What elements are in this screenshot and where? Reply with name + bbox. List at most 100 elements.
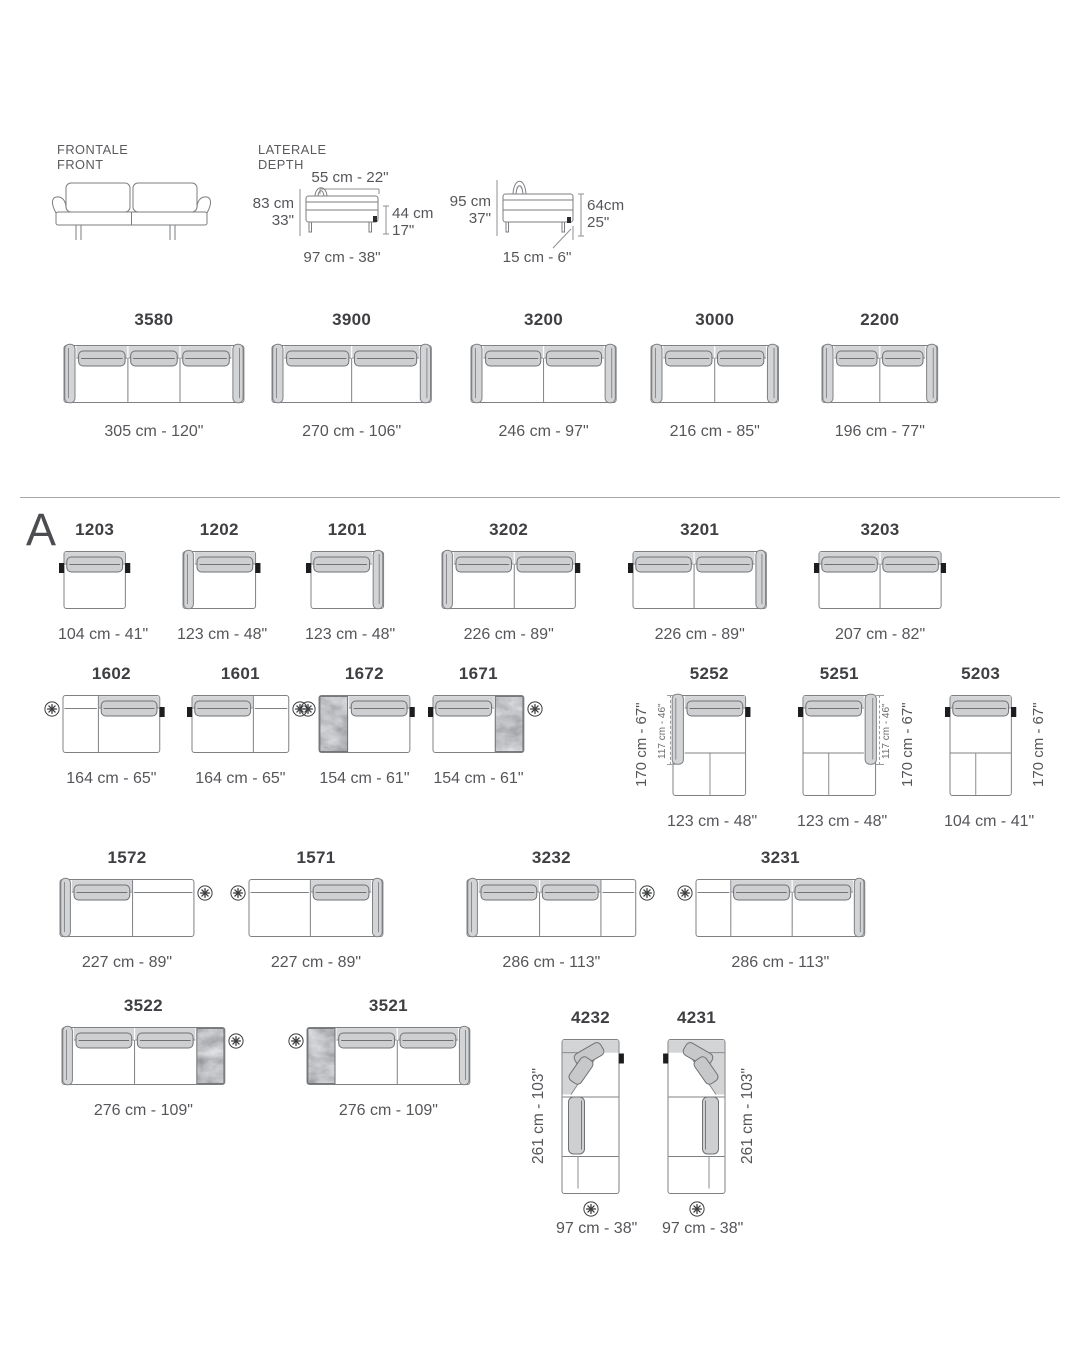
corner-cushion-lower bbox=[568, 1056, 594, 1085]
dim-leg-offset: 15 cm - 6" bbox=[503, 249, 572, 266]
module-width-caption: 123 cm - 48" bbox=[667, 813, 758, 830]
front-view-label-line1: FRONTALE bbox=[57, 142, 129, 157]
module-width-caption: 164 cm - 65" bbox=[66, 770, 157, 787]
connector-tab bbox=[663, 1053, 669, 1064]
armrest bbox=[62, 1025, 73, 1086]
module-diagram bbox=[313, 693, 416, 757]
module-diagram bbox=[816, 343, 944, 407]
module-1602: 1602 164 cm - 65" bbox=[44, 664, 166, 788]
module-width-caption: 227 cm - 89" bbox=[81, 954, 173, 971]
side2-foot-glide bbox=[567, 217, 571, 223]
module-width-caption: 123 cm - 48" bbox=[305, 626, 396, 643]
module-diagram bbox=[58, 549, 131, 613]
connector-tab bbox=[255, 563, 261, 574]
connector-tab bbox=[1011, 707, 1017, 718]
module-width-caption: 154 cm - 61" bbox=[433, 770, 524, 787]
armrest bbox=[372, 549, 384, 610]
module-diagram bbox=[305, 549, 390, 613]
module-code: 1602 bbox=[91, 664, 131, 683]
armrest bbox=[864, 693, 877, 765]
module-diagram bbox=[57, 693, 166, 757]
module-code: 3522 bbox=[123, 996, 163, 1015]
module-code: 3000 bbox=[695, 310, 735, 329]
module-diagram bbox=[797, 693, 882, 800]
dim-height-cm: 83 cm bbox=[253, 195, 294, 212]
connector-tab bbox=[409, 707, 415, 718]
height-dimension-label: 170 cm - 67" bbox=[1030, 702, 1048, 788]
module-3900: 3900 270 cm - 106" bbox=[266, 310, 437, 441]
combination-star-icon bbox=[228, 1033, 244, 1049]
module-diagram bbox=[301, 1025, 476, 1089]
armrest bbox=[822, 343, 834, 404]
module-code: 1572 bbox=[107, 848, 147, 867]
connector-tab bbox=[945, 707, 951, 718]
armrest bbox=[755, 549, 767, 610]
module-body bbox=[949, 695, 1012, 796]
height-dimension-label: 170 cm - 67" bbox=[898, 702, 916, 788]
armrest bbox=[232, 343, 244, 404]
module-diagram bbox=[58, 343, 250, 407]
armrest bbox=[372, 877, 383, 938]
module-diagram bbox=[465, 343, 622, 407]
dim-depth-total: 97 cm - 38" bbox=[303, 249, 380, 266]
dim-height2-cm: 95 cm bbox=[450, 193, 491, 210]
module-diagram bbox=[54, 877, 200, 941]
module-code: 4232 bbox=[570, 1008, 611, 1027]
module-width-caption: 104 cm - 41" bbox=[944, 813, 1035, 830]
connector-tab bbox=[428, 707, 434, 718]
module-code: 1671 bbox=[458, 664, 498, 683]
armrest bbox=[604, 343, 616, 404]
height-dimension-label: 170 cm - 67" bbox=[633, 702, 650, 788]
module-3201: 3201 226 cm - 89" bbox=[627, 520, 772, 644]
module-width-caption: 270 cm - 106" bbox=[302, 423, 402, 440]
module-code: 4231 bbox=[676, 1008, 717, 1027]
corner-cushion-lower bbox=[693, 1056, 719, 1085]
armrest bbox=[651, 343, 663, 404]
module-diagram bbox=[266, 343, 437, 407]
module-width-caption: 123 cm - 48" bbox=[797, 813, 888, 830]
dim-seatheight-in: 17" bbox=[392, 222, 414, 239]
sofa-side-view-2-drawing: 95 cm 37" 64cm 25" 15 cm - 6" bbox=[450, 180, 624, 266]
module-diagram bbox=[645, 343, 784, 407]
combination-star-icon bbox=[639, 885, 655, 901]
module-width-caption: 286 cm - 113" bbox=[502, 954, 601, 971]
side1-headrest bbox=[314, 187, 328, 197]
armrest bbox=[272, 343, 284, 404]
module-1572: 1572 227 cm - 89" bbox=[54, 848, 213, 972]
module-code: 3201 bbox=[680, 520, 720, 539]
module-diagram bbox=[427, 693, 530, 757]
dimension-dashed-line bbox=[875, 695, 884, 765]
module-width-caption: 97 cm - 38" bbox=[556, 1220, 638, 1237]
module-width-caption: 164 cm - 65" bbox=[195, 770, 286, 787]
module-code: 1202 bbox=[199, 520, 239, 539]
module-width-caption: 286 cm - 113" bbox=[731, 954, 830, 971]
module-code: 3900 bbox=[332, 310, 372, 329]
combination-star-icon bbox=[197, 885, 213, 901]
connector-tab bbox=[940, 563, 947, 574]
module-code: 1203 bbox=[75, 520, 115, 539]
module-width-caption: 97 cm - 38" bbox=[662, 1220, 744, 1237]
section-divider bbox=[20, 497, 1060, 498]
dimension-dashed-line bbox=[667, 695, 675, 765]
armrest bbox=[926, 343, 938, 404]
armrest bbox=[467, 877, 478, 938]
arm-depth-dimension-label: 117 cm - 46" bbox=[657, 703, 668, 759]
side-view-label-line1: LATERALE bbox=[258, 142, 327, 157]
side2-body bbox=[502, 193, 574, 223]
module-diagram bbox=[186, 693, 295, 757]
module-code: 3200 bbox=[524, 310, 564, 329]
combination-star-icon bbox=[527, 701, 543, 717]
marble-panel bbox=[319, 696, 348, 752]
module-width-caption: 226 cm - 89" bbox=[654, 626, 745, 643]
